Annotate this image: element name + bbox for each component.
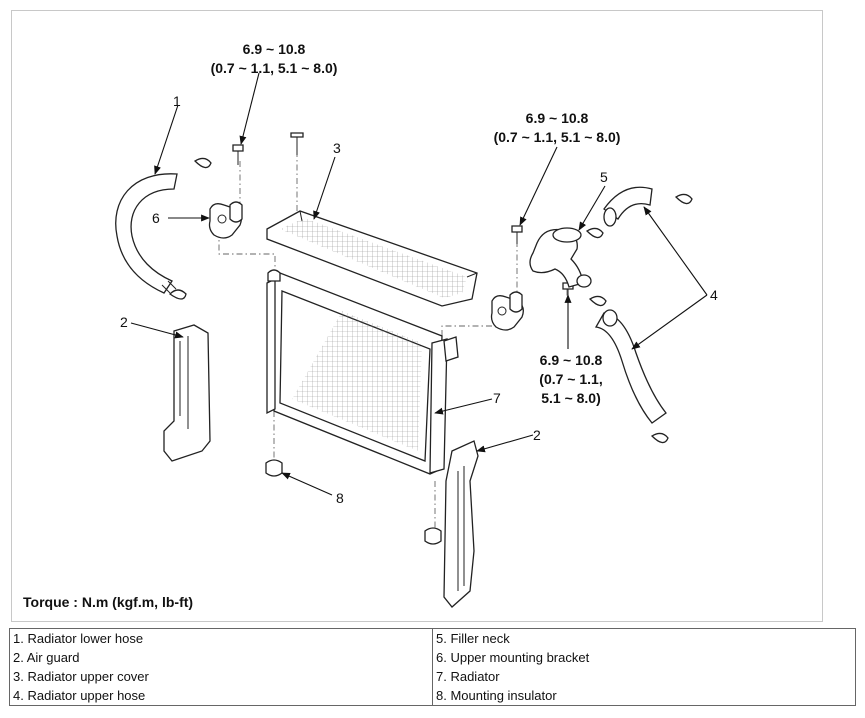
upper-mounting-bracket-right — [490, 291, 524, 331]
legend-item: 5. Filler neck — [432, 628, 856, 648]
torque-spec-right-line2: (0.7 ~ 1.1, 5.1 ~ 8.0) — [494, 129, 621, 145]
callout-2-right: 2 — [533, 427, 541, 443]
filler-neck — [529, 227, 592, 288]
legend-item: 1. Radiator lower hose — [9, 628, 433, 648]
radiator-lower-hose — [115, 157, 212, 300]
legend-row: 2. Air guard 6. Upper mounting bracket — [9, 648, 856, 667]
torque-spec-lower: 6.9 ~ 10.8 (0.7 ~ 1.1, 5.1 ~ 8.0) — [539, 352, 602, 406]
legend-row: 3. Radiator upper cover 7. Radiator — [9, 667, 856, 686]
leader-lines — [130, 72, 708, 496]
legend-row: 4. Radiator upper hose 8. Mounting insul… — [9, 686, 856, 706]
callout-7: 7 — [493, 390, 501, 406]
torque-spec-right: 6.9 ~ 10.8 (0.7 ~ 1.1, 5.1 ~ 8.0) — [494, 110, 621, 145]
callout-5: 5 — [600, 169, 608, 185]
parts-legend: 1. Radiator lower hose 5. Filler neck 2.… — [9, 628, 856, 706]
legend-item: 3. Radiator upper cover — [9, 667, 433, 686]
callout-6: 6 — [152, 210, 160, 226]
torque-spec-top-line2: (0.7 ~ 1.1, 5.1 ~ 8.0) — [211, 60, 338, 76]
callout-1: 1 — [173, 93, 181, 109]
legend-item: 8. Mounting insulator — [432, 686, 856, 706]
air-guard-left — [163, 324, 211, 462]
callout-4: 4 — [710, 287, 718, 303]
legend-item: 2. Air guard — [9, 648, 433, 667]
callout-2-left: 2 — [120, 314, 128, 330]
torque-spec-lower-line3: 5.1 ~ 8.0) — [541, 390, 601, 406]
radiator — [266, 269, 459, 475]
torque-spec-top-line1: 6.9 ~ 10.8 — [243, 41, 306, 57]
mounting-insulators — [265, 459, 442, 545]
torque-spec-right-line1: 6.9 ~ 10.8 — [526, 110, 589, 126]
air-guard-right — [443, 440, 479, 608]
torque-spec-lower-line1: 6.9 ~ 10.8 — [540, 352, 603, 368]
legend-item: 6. Upper mounting bracket — [432, 648, 856, 667]
exploded-diagram: 6.9 ~ 10.8 (0.7 ~ 1.1, 5.1 ~ 8.0) 6.9 ~ … — [11, 10, 823, 622]
diagram-canvas: 6.9 ~ 10.8 (0.7 ~ 1.1, 5.1 ~ 8.0) 6.9 ~ … — [115, 41, 718, 608]
legend-item: 7. Radiator — [432, 667, 856, 686]
torque-spec-lower-line2: (0.7 ~ 1.1, — [539, 371, 602, 387]
torque-spec-top: 6.9 ~ 10.8 (0.7 ~ 1.1, 5.1 ~ 8.0) — [211, 41, 338, 76]
legend-row: 1. Radiator lower hose 5. Filler neck — [9, 628, 856, 648]
legend-item: 4. Radiator upper hose — [9, 686, 433, 706]
callout-3: 3 — [333, 140, 341, 156]
torque-unit-note: Torque : N.m (kgf.m, lb-ft) — [23, 594, 194, 610]
upper-mounting-bracket-left — [208, 201, 243, 239]
callout-8: 8 — [336, 490, 344, 506]
radiator-upper-hose — [585, 186, 693, 444]
radiator-upper-cover — [266, 210, 478, 307]
bolts — [232, 132, 574, 299]
